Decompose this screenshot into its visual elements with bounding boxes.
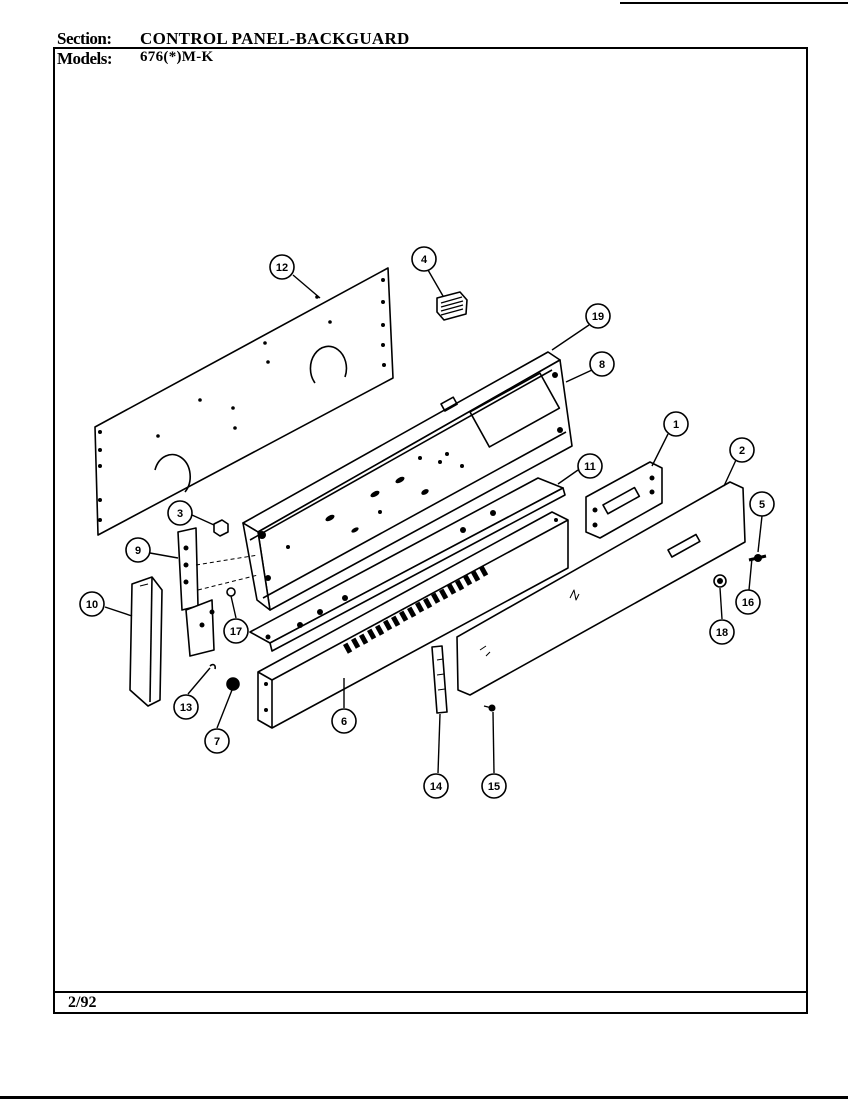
diagram-frame [53, 47, 808, 1014]
part-9-hinge-bracket [177, 527, 259, 657]
callout-7: 7 [204, 728, 230, 754]
svg-text:6: 6 [341, 716, 347, 728]
svg-text:1: 1 [673, 419, 679, 431]
svg-text:10: 10 [86, 599, 98, 611]
callout-8: 8 [589, 351, 615, 377]
svg-text:15: 15 [488, 781, 500, 793]
callout-16: 16 [735, 589, 761, 615]
footer-date: 2/92 [68, 994, 97, 1011]
callout-19: 19 [585, 303, 611, 329]
part-19-control-panel [242, 351, 573, 611]
part-18-grommet [713, 574, 727, 588]
part-11-trim-strip [249, 477, 566, 652]
leader-lines [104, 269, 763, 774]
svg-text:7: 7 [214, 736, 220, 748]
part-3-nut [213, 519, 229, 537]
part-17-screw [226, 587, 236, 597]
svg-text:5: 5 [759, 499, 765, 511]
part-13-clip [209, 663, 216, 670]
callout-17: 17 [223, 618, 249, 644]
svg-text:17: 17 [230, 626, 242, 638]
callout-12: 12 [269, 254, 295, 280]
callout-11: 11 [577, 453, 603, 479]
callout-10: 10 [79, 591, 105, 617]
svg-text:9: 9 [135, 545, 141, 557]
svg-text:13: 13 [180, 702, 192, 714]
part-15-screw [483, 704, 496, 712]
callout-3: 3 [167, 500, 193, 526]
models-value: 676(*)M-K [140, 49, 214, 65]
callout-4: 4 [411, 246, 437, 272]
part-14-strip [431, 645, 448, 714]
part-7-knob [226, 677, 240, 691]
svg-text:2: 2 [739, 445, 745, 457]
svg-text:14: 14 [430, 781, 443, 793]
part-6-louvered-panel [257, 511, 569, 729]
top-rule [620, 2, 848, 4]
svg-text:11: 11 [584, 461, 596, 473]
svg-text:4: 4 [421, 254, 428, 266]
section-label: Section: [57, 29, 112, 48]
footer-rule [53, 991, 808, 993]
callout-5: 5 [749, 491, 775, 517]
part-1-bracket [585, 461, 663, 539]
part-2-overlay-panel [456, 481, 746, 696]
svg-text:16: 16 [742, 597, 754, 609]
bottom-rule [0, 1096, 848, 1099]
callout-14: 14 [423, 773, 449, 799]
part-4-clip [436, 291, 468, 321]
svg-text:8: 8 [599, 359, 605, 371]
callout-1: 1 [663, 411, 689, 437]
callout-13: 13 [173, 694, 199, 720]
callout-2: 2 [729, 437, 755, 463]
section-title: CONTROL PANEL-BACKGUARD [140, 29, 410, 48]
callout-18: 18 [709, 619, 735, 645]
svg-text:19: 19 [592, 311, 604, 323]
svg-text:3: 3 [177, 508, 183, 520]
svg-text:12: 12 [276, 262, 288, 274]
part-10-end-cap [129, 576, 163, 707]
callout-9: 9 [125, 537, 151, 563]
part-12-rear-panel [94, 267, 394, 536]
callout-15: 15 [481, 773, 507, 799]
svg-text:18: 18 [716, 627, 728, 639]
callout-6: 6 [331, 708, 357, 734]
models-label: Models: [57, 49, 113, 68]
